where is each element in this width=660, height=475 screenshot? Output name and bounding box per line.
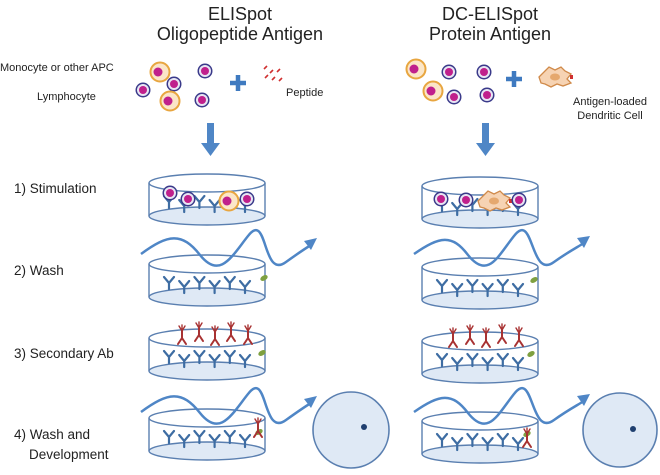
dendritic-cell-icon — [538, 66, 574, 88]
well-stimulation-left — [148, 173, 266, 226]
right-title-line1: DC-ELISpot — [441, 4, 539, 24]
down-arrow-icon — [201, 123, 220, 156]
capture-antibody — [162, 275, 176, 291]
capture-antibody — [466, 352, 479, 368]
peptide-label: Peptide — [286, 87, 324, 99]
capture-antibody — [193, 429, 206, 445]
well-secondary-ab-left — [148, 328, 266, 381]
step-1-label: 1) Stimulation — [14, 181, 97, 196]
secondary-antibodies-left — [177, 321, 253, 346]
wash-arrowheads — [304, 236, 590, 408]
wash-flow-arrows — [140, 228, 585, 425]
dc-label: Antigen-loaded Dendritic Cell — [562, 95, 658, 123]
capture-antibody — [496, 432, 509, 448]
capture-antibody — [223, 275, 236, 291]
capture-antibody — [496, 352, 509, 368]
well-development-right — [421, 411, 539, 464]
wells-left — [148, 173, 266, 461]
elispot-spot — [361, 424, 367, 430]
well-development-left — [148, 408, 266, 461]
left-title-line2: Oligopeptide Antigen — [156, 24, 324, 44]
capture-antibody — [193, 349, 206, 365]
capture-antibody — [496, 278, 509, 294]
dc-label-line1: Antigen-loaded — [572, 96, 647, 108]
well-wash-left — [148, 254, 266, 307]
well-secondary-ab-right — [421, 331, 539, 384]
plus-icon — [506, 71, 522, 87]
wells-right — [421, 176, 539, 464]
capture-antibody — [435, 352, 449, 368]
peptide-icon — [263, 65, 283, 82]
capture-antibody — [466, 432, 479, 448]
well-stimulation-right — [421, 176, 539, 229]
secondary-antibodies-right — [448, 323, 524, 348]
left-cell-legend — [135, 61, 213, 112]
well-wash-right — [421, 257, 539, 310]
step-4-label-line2: Development — [29, 447, 109, 462]
left-title-line1: ELISpot — [207, 4, 273, 24]
capture-antibody — [223, 349, 236, 365]
capture-antibody — [162, 429, 176, 445]
capture-antibody — [193, 275, 206, 291]
step-4-label-line1: 4) Wash and — [14, 427, 91, 442]
right-title-line2: Protein Antigen — [428, 24, 552, 44]
elispot-spot — [630, 426, 636, 432]
dc-label-line2: Dendritic Cell — [577, 110, 643, 122]
plus-icon — [230, 75, 246, 91]
capture-antibody — [435, 432, 449, 448]
step-3-label: 3) Secondary Ab — [14, 346, 114, 361]
result-well-right — [582, 392, 658, 468]
monocyte-label: Monocyte or other APC — [0, 62, 114, 74]
right-cell-legend — [405, 58, 495, 105]
step-4-label: 4) Wash and Development — [14, 425, 109, 465]
capture-antibody — [466, 278, 479, 294]
lymphocyte-label: Lymphocyte — [37, 91, 96, 103]
down-arrow-icon — [476, 123, 495, 156]
result-well-left — [312, 391, 390, 469]
step-2-label: 2) Wash — [14, 263, 64, 278]
capture-antibody — [162, 349, 176, 365]
capture-antibody — [193, 194, 206, 210]
capture-antibody — [435, 278, 449, 294]
capture-antibody — [223, 429, 236, 445]
